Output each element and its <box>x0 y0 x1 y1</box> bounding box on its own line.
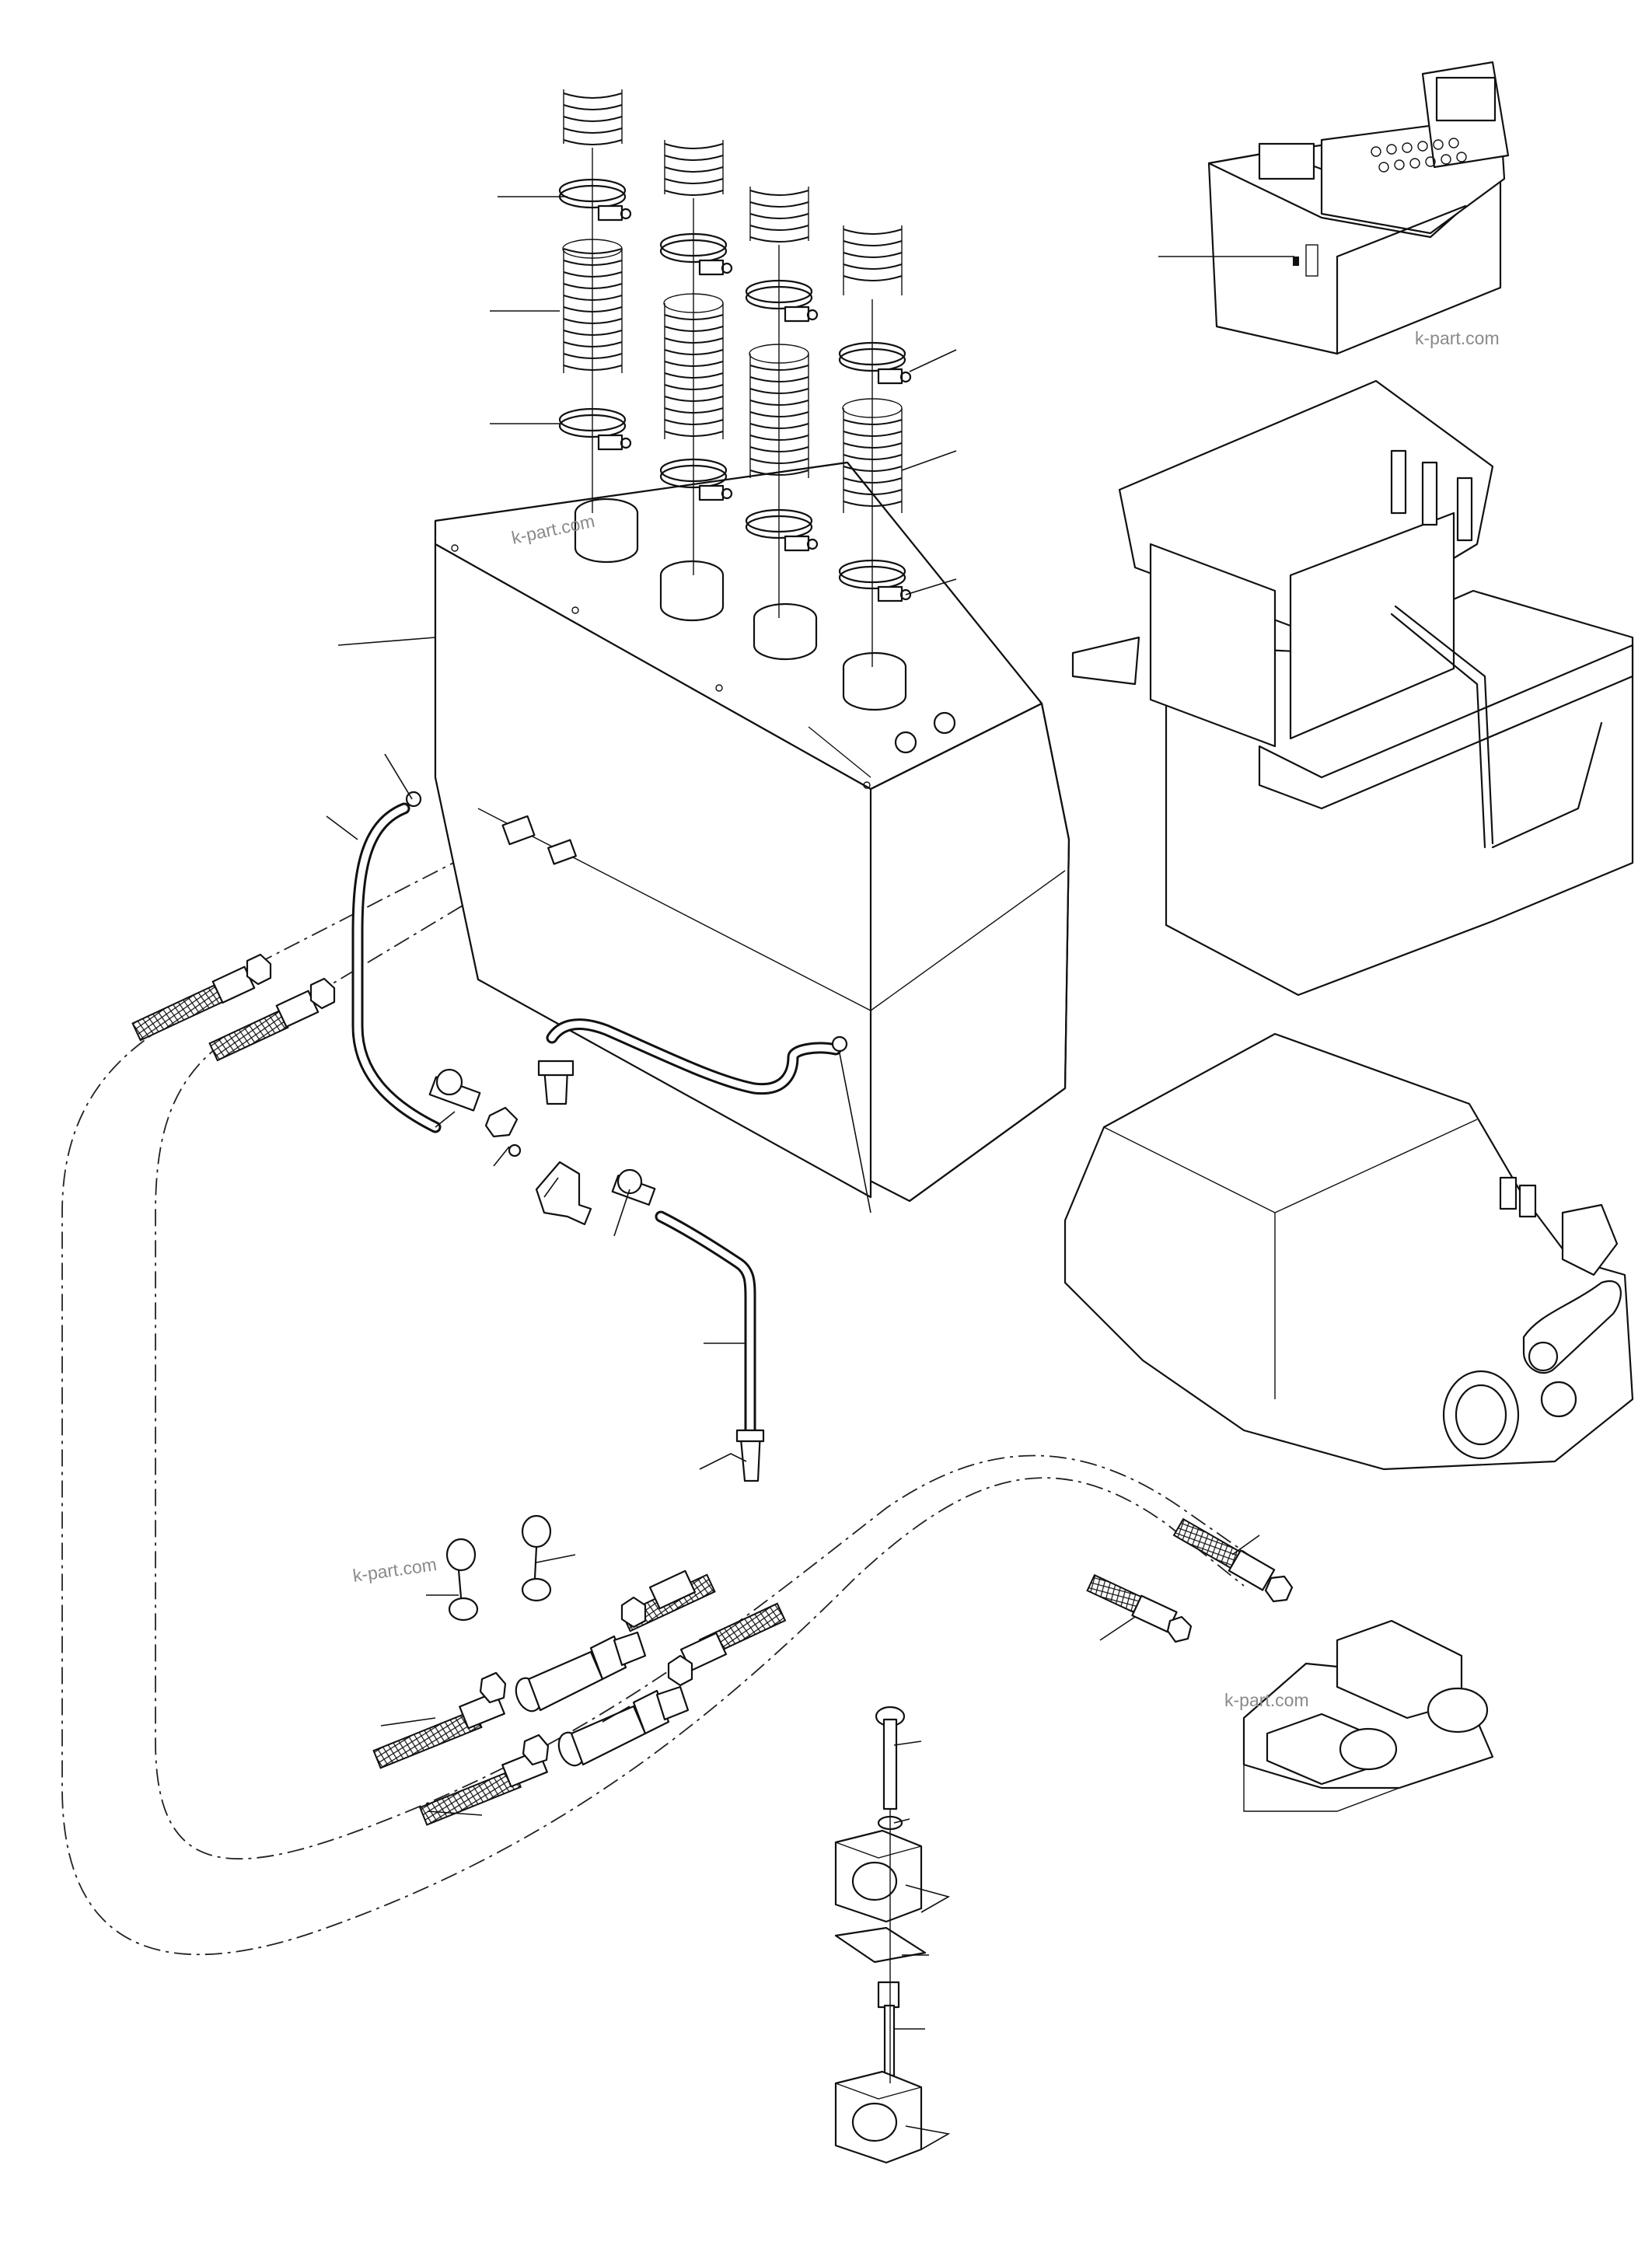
braided-hose-mid-b <box>667 1602 787 1687</box>
breather-hose <box>655 1210 765 1482</box>
engine-pulley-belt <box>1522 1280 1622 1418</box>
braided-hose-bottom-a <box>372 1671 507 1769</box>
braided-hose-top-a <box>131 953 272 1042</box>
operator-console <box>1207 61 1510 355</box>
watermark-top-right: k-part.com <box>1415 328 1500 348</box>
braided-hose-right-a <box>1172 1517 1294 1603</box>
engine-block <box>1063 1032 1634 1471</box>
hose-clamp-2a <box>659 232 733 276</box>
fittings-tank-side <box>428 815 656 1226</box>
watermark-left: k-part.com <box>351 1554 438 1586</box>
braided-hose-right-b <box>1086 1573 1193 1643</box>
hose-clamp-4a <box>838 341 912 385</box>
control-valve-block <box>1242 1619 1494 1812</box>
hydraulic-pipes-cab <box>1390 605 1603 849</box>
hose-clamp-3a <box>745 279 819 323</box>
callout-leader-lines <box>326 196 1294 2150</box>
clamp-bracket-assembly <box>834 1706 927 2164</box>
hose-routing-dash-lines <box>61 784 1260 1956</box>
dust-cap-left <box>445 1538 479 1622</box>
hose-clamp-1b <box>558 407 632 451</box>
machine-cab-frame <box>1071 379 1634 997</box>
drain-hose-right <box>546 1018 848 1095</box>
braided-hose-mid-a <box>620 1569 716 1632</box>
quick-coupling-lower <box>557 1685 690 1767</box>
console-buttons <box>1371 138 1467 173</box>
drain-hose-left <box>351 791 442 1133</box>
braided-hose-top-b <box>208 977 336 1062</box>
quick-coupling-upper <box>515 1631 647 1713</box>
dust-cap-right <box>521 1514 552 1602</box>
watermark-lower-right: k-part.com <box>1224 1690 1309 1710</box>
hydraulic-tank <box>434 461 1070 1203</box>
assembly-center-lines <box>592 148 873 667</box>
hose-clamp-1a <box>558 178 632 222</box>
braided-hose-bottom-b <box>418 1734 550 1826</box>
